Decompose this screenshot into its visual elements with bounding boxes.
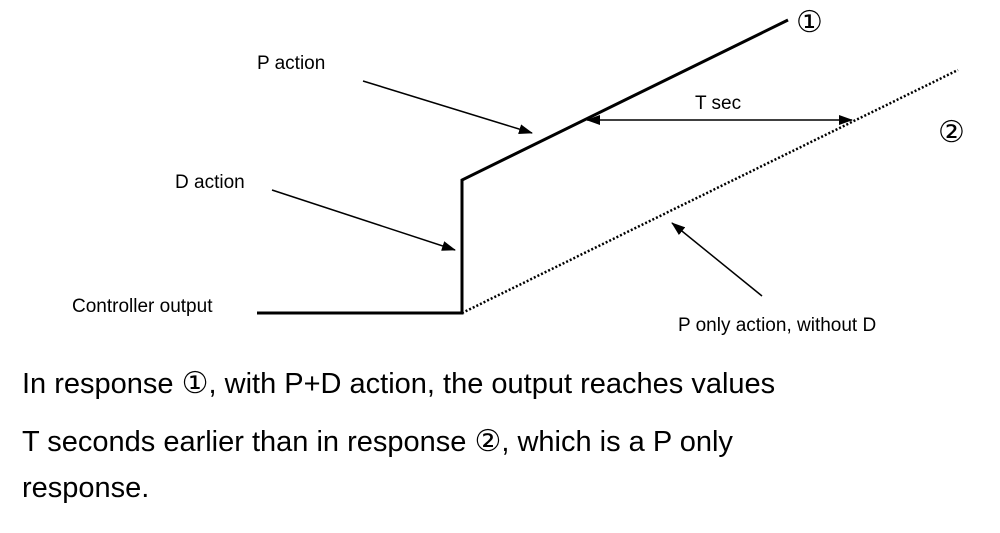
response-2-marker: ② [938,115,965,150]
controller-output-label: Controller output [72,296,213,317]
p-only-response-line [461,68,959,315]
caption-line-1: In response ①, with P+D action, the outp… [22,366,775,402]
caption-line-1-text-b: , with P+D action, the output reaches va… [208,368,776,400]
caption-line-3: response. [22,472,150,504]
response-1-marker: ① [796,5,823,40]
caption-line-1-text-a: In response [22,368,182,400]
caption-marker-2: ② [474,424,502,459]
p-action-arrow [362,80,533,134]
p-only-arrow [671,222,763,297]
d-action-arrow [271,189,456,251]
caption-line-2-text-a: T seconds earlier than in response [22,426,475,458]
caption-line-2-text-b: , which is a P only [501,426,733,458]
caption-marker-1: ① [181,366,209,401]
p-action-label: P action [257,53,326,74]
t-sec-label: T sec [695,93,742,114]
pd-response-line [257,18,789,315]
d-action-label: D action [175,172,245,193]
p-only-label: P only action, without D [678,315,877,336]
caption-line-2: T seconds earlier than in response ②, wh… [22,424,733,460]
